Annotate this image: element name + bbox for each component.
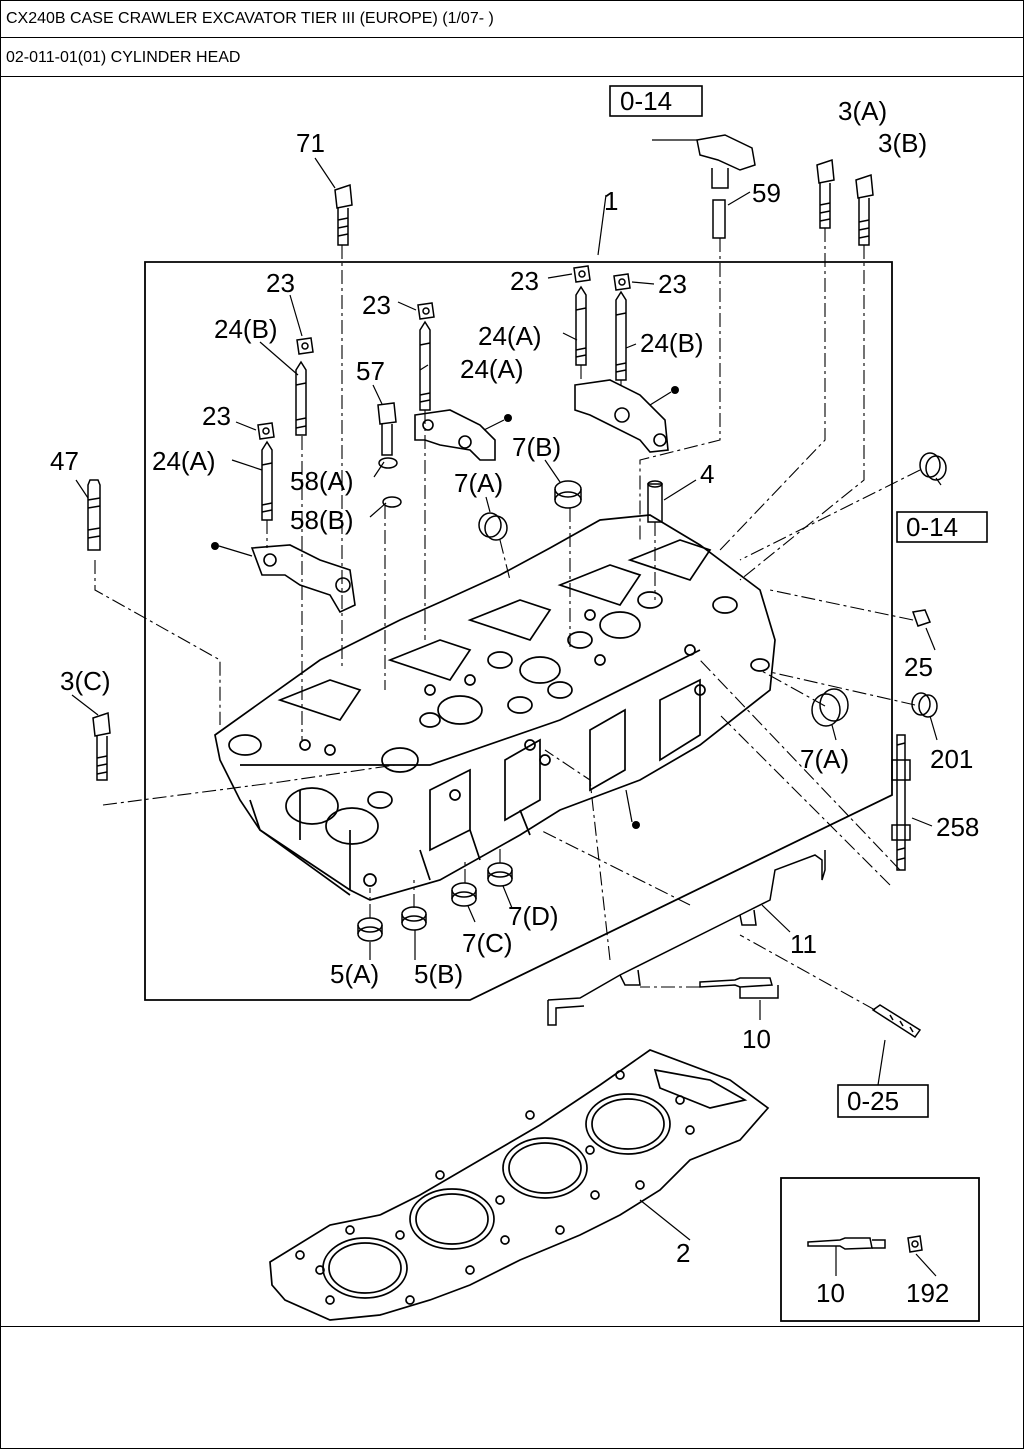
- label-10: 10: [742, 1024, 771, 1054]
- label-3c: 3(C): [60, 666, 111, 696]
- label-7d: 7(D): [508, 901, 559, 931]
- head-gasket-2: [269, 1049, 770, 1321]
- seal-7a-top: [478, 512, 508, 541]
- label-24a-right: 24(A): [478, 321, 542, 351]
- bolt-71: [334, 183, 353, 246]
- label-3a: 3(A): [838, 96, 887, 126]
- label-58a: 58(A): [290, 466, 354, 496]
- label-2: 2: [676, 1238, 690, 1268]
- stud-24a-left: [261, 440, 273, 521]
- label-7a-mid: 7(A): [800, 744, 849, 774]
- page-title: CX240B CASE CRAWLER EXCAVATOR TIER III (…: [6, 10, 494, 27]
- stud-24b-left: [295, 360, 307, 436]
- leader-lines: [71, 139, 942, 1277]
- inset-box: [780, 1177, 980, 1322]
- glow-plug-10: [699, 977, 779, 999]
- label-59: 59: [752, 178, 781, 208]
- label-23-b: 23: [202, 401, 231, 431]
- stud-24a-right: [575, 285, 587, 366]
- label-0-25: 0-25: [847, 1086, 899, 1116]
- label-57: 57: [356, 356, 385, 386]
- inset-glow-plug: [807, 1237, 886, 1250]
- stud-24b-right: [615, 290, 627, 381]
- nut-23-b: [257, 422, 275, 440]
- ref-box-0-25: [837, 1084, 929, 1118]
- oring-58a: [378, 457, 398, 469]
- label-0-14-right: 0-14: [906, 512, 958, 542]
- nut-23-a: [296, 337, 314, 355]
- label-58b: 58(B): [290, 505, 354, 535]
- connector-0-25: [871, 1004, 922, 1039]
- nut-23-d: [573, 265, 591, 283]
- label-7a-top: 7(A): [454, 468, 503, 498]
- label-201: 201: [930, 744, 973, 774]
- label-192: 192: [906, 1278, 949, 1308]
- label-4: 4: [700, 459, 714, 489]
- stud-47: [87, 479, 101, 551]
- header-title-row: CX240B CASE CRAWLER EXCAVATOR TIER III (…: [0, 0, 1024, 38]
- label-24b-left: 24(B): [214, 314, 278, 344]
- alignment-lines: [94, 228, 921, 1011]
- bolt-3a: [816, 158, 835, 229]
- label-11: 11: [790, 929, 817, 959]
- seal-0-14-right: [919, 452, 947, 481]
- label-23-d: 23: [510, 266, 539, 296]
- label-1: 1: [604, 186, 618, 216]
- seal-7b: [554, 480, 582, 509]
- seal-5a: [357, 917, 383, 942]
- label-0-14-top: 0-14: [620, 86, 672, 116]
- label-5a: 5(A): [330, 959, 379, 989]
- label-25: 25: [904, 652, 933, 682]
- label-71: 71: [296, 128, 325, 158]
- seal-7c: [451, 882, 477, 907]
- nut-23-c: [417, 302, 435, 320]
- bracket-markers: [211, 386, 679, 829]
- rocker-bracket-right: [574, 379, 669, 453]
- label-10-inset: 10: [816, 1278, 845, 1308]
- sensor-part: [696, 134, 756, 189]
- oring-58b: [382, 496, 402, 508]
- label-258: 258: [936, 812, 979, 842]
- cylinder-head: [214, 514, 776, 901]
- label-23-a: 23: [266, 268, 295, 298]
- rocker-bracket-middle: [414, 409, 496, 461]
- plate-11: [547, 850, 826, 1026]
- label-24b-right: 24(B): [640, 328, 704, 358]
- pin-59: [712, 199, 726, 239]
- label-23-e: 23: [658, 269, 687, 299]
- stud-258: [891, 734, 911, 871]
- header-section-row: 02-011-01(01) CYLINDER HEAD: [0, 39, 1024, 77]
- nut-23-e: [613, 273, 631, 291]
- plug-25: [911, 609, 932, 627]
- bolt-3c: [92, 711, 111, 781]
- label-24a-middle: 24(A): [460, 354, 524, 384]
- cylinder-head-exploded-diagram: 71 0-14 3(A) 3(B) 59 1 23 23 23 23 24(B)…: [50, 85, 988, 1322]
- sleeve-4: [647, 480, 663, 523]
- inset-nut-192: [907, 1235, 923, 1253]
- seal-7d: [487, 862, 513, 887]
- section-title: 02-011-01(01) CYLINDER HEAD: [6, 49, 241, 66]
- ref-box-0-14-top: [609, 85, 703, 117]
- label-7b: 7(B): [512, 432, 561, 462]
- seal-5b: [401, 906, 427, 931]
- ref-box-0-14-right: [896, 511, 988, 543]
- label-23-c: 23: [362, 290, 391, 320]
- label-7c: 7(C): [462, 928, 513, 958]
- seal-201: [911, 692, 938, 718]
- assembly-boundary: [144, 261, 893, 1001]
- label-5b: 5(B): [414, 959, 463, 989]
- bolt-3b: [855, 173, 874, 246]
- label-3b: 3(B): [878, 128, 927, 158]
- label-24a-left: 24(A): [152, 446, 216, 476]
- label-47: 47: [50, 446, 79, 476]
- rocker-bracket-left: [250, 544, 356, 614]
- footer-divider: [0, 1326, 1024, 1327]
- screw-57: [377, 402, 397, 456]
- stud-24a-middle: [419, 320, 431, 411]
- plug-7a-mid: [811, 688, 849, 727]
